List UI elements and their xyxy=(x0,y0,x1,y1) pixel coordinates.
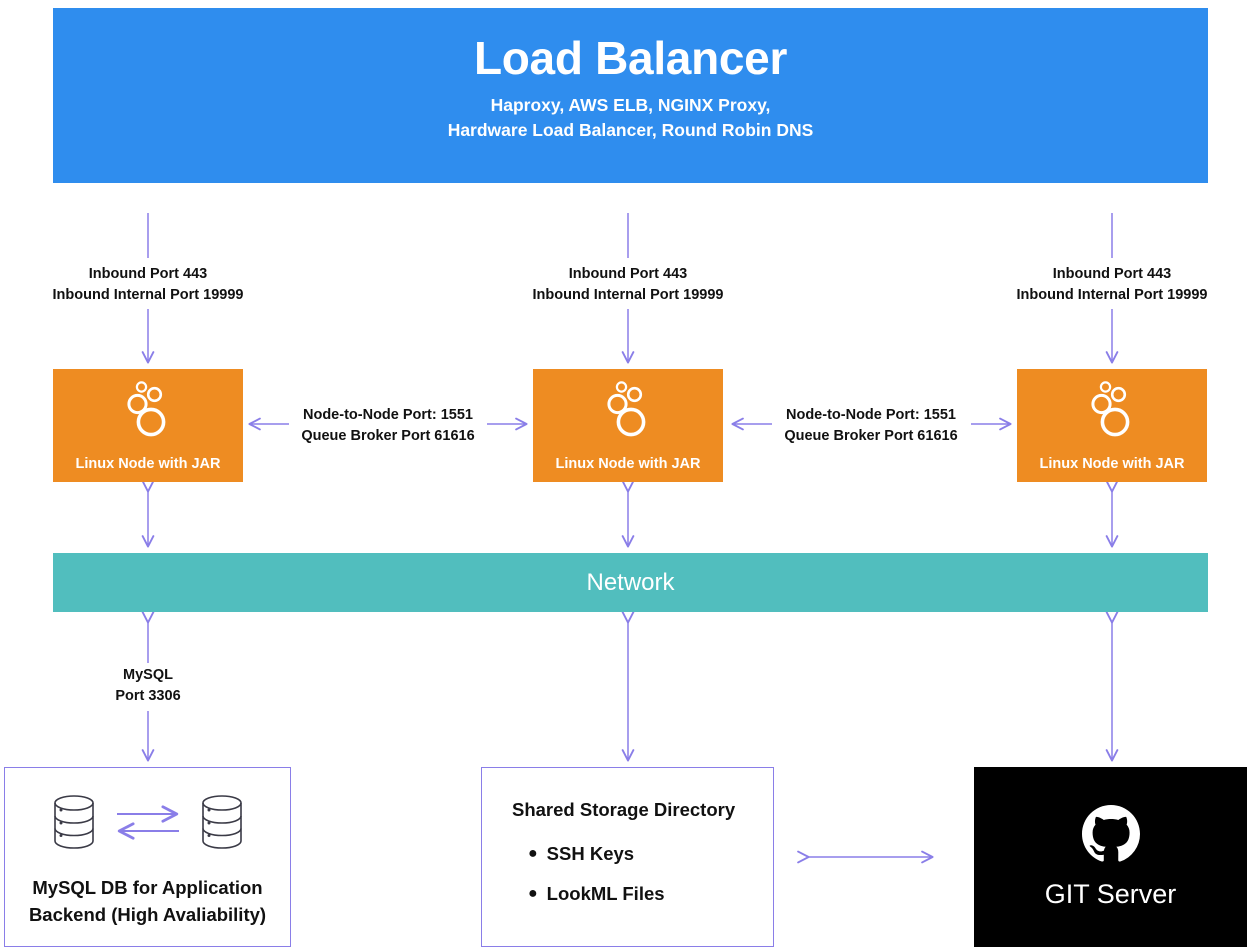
load-balancer-banner: Load Balancer Haproxy, AWS ELB, NGINX Pr… xyxy=(53,8,1208,183)
mysql-connection-line-2: Port 3306 xyxy=(115,687,181,704)
node-to-node-label-1-line-1: Node-to-Node Port: 1551 xyxy=(303,407,473,423)
linux-node-3[interactable]: Linux Node with JAR xyxy=(1017,369,1207,482)
node-to-node-label-1-line-2: Queue Broker Port 61616 xyxy=(301,427,475,444)
linux-node-2[interactable]: Linux Node with JAR xyxy=(533,369,723,482)
inbound-label-1-line-2: Inbound Internal Port 19999 xyxy=(52,286,244,303)
inbound-label-node-3: Inbound Port 443 Inbound Internal Port 1… xyxy=(1012,264,1212,305)
looker-logo-icon xyxy=(1091,381,1130,437)
github-octocat-icon xyxy=(1081,804,1140,862)
network-label: Network xyxy=(586,568,675,596)
inbound-label-node-1: Inbound Port 443 Inbound Internal Port 1… xyxy=(48,264,248,305)
load-balancer-subtitle: Haproxy, AWS ELB, NGINX Proxy, Hardware … xyxy=(448,93,814,143)
inbound-label-3-line-1: Inbound Port 443 xyxy=(1052,266,1172,282)
bullet-icon: ● xyxy=(528,885,538,902)
inbound-label-2-line-1: Inbound Port 443 xyxy=(568,266,688,282)
shared-storage-title: Shared Storage Directory xyxy=(512,799,736,820)
node-to-node-label-2-line-1: Node-to-Node Port: 1551 xyxy=(786,407,956,423)
inbound-label-1-line-1: Inbound Port 443 xyxy=(88,266,208,282)
node-to-node-label-1: Node-to-Node Port: 1551 Queue Broker Por… xyxy=(288,405,488,446)
linux-node-1-label: Linux Node with JAR xyxy=(75,456,221,472)
bullet-icon: ● xyxy=(528,845,538,862)
mysql-connection-label: MySQL Port 3306 xyxy=(48,665,248,706)
mysql-connection-line-1: MySQL xyxy=(123,667,173,683)
shared-storage-item-label: LookML Files xyxy=(546,883,665,904)
database-cylinder-icon xyxy=(53,795,94,849)
mysql-replication-group xyxy=(5,794,290,850)
list-item: ● SSH Keys xyxy=(528,843,665,865)
inbound-label-3-line-2: Inbound Internal Port 19999 xyxy=(1016,286,1208,303)
mysql-db-caption: MySQL DB for Application Backend (High A… xyxy=(5,875,290,928)
mysql-db-box: MySQL DB for Application Backend (High A… xyxy=(4,767,291,947)
node-to-node-label-2-line-2: Queue Broker Port 61616 xyxy=(784,427,958,444)
mysql-db-caption-line-2: Backend (High Avaliability) xyxy=(28,903,267,925)
shared-storage-box: Shared Storage Directory ● SSH Keys ● Lo… xyxy=(481,767,774,947)
looker-logo-icon xyxy=(127,381,166,437)
database-cylinder-icon xyxy=(201,795,242,849)
bidirectional-replication-arrows-icon xyxy=(116,800,179,844)
shared-storage-list: ● SSH Keys ● LookML Files xyxy=(528,843,665,923)
shared-storage-item-label: SSH Keys xyxy=(546,843,635,864)
mysql-db-caption-line-1: MySQL DB for Application xyxy=(32,877,263,899)
load-balancer-subtitle-line-2: Hardware Load Balancer, Round Robin DNS xyxy=(447,119,814,140)
inbound-label-2-line-2: Inbound Internal Port 19999 xyxy=(532,286,724,303)
linux-node-2-label: Linux Node with JAR xyxy=(555,456,701,472)
node-to-node-label-2: Node-to-Node Port: 1551 Queue Broker Por… xyxy=(771,405,971,446)
looker-logo-icon xyxy=(607,381,646,437)
git-server-label: GIT Server xyxy=(1044,878,1177,909)
linux-node-1[interactable]: Linux Node with JAR xyxy=(53,369,243,482)
load-balancer-title: Load Balancer xyxy=(473,32,788,84)
linux-node-3-label: Linux Node with JAR xyxy=(1039,456,1185,472)
git-server-box[interactable]: GIT Server xyxy=(974,767,1247,947)
network-bar: Network xyxy=(53,553,1208,612)
inbound-label-node-2: Inbound Port 443 Inbound Internal Port 1… xyxy=(528,264,728,305)
list-item: ● LookML Files xyxy=(528,883,665,905)
load-balancer-subtitle-line-1: Haproxy, AWS ELB, NGINX Proxy, xyxy=(490,94,771,115)
